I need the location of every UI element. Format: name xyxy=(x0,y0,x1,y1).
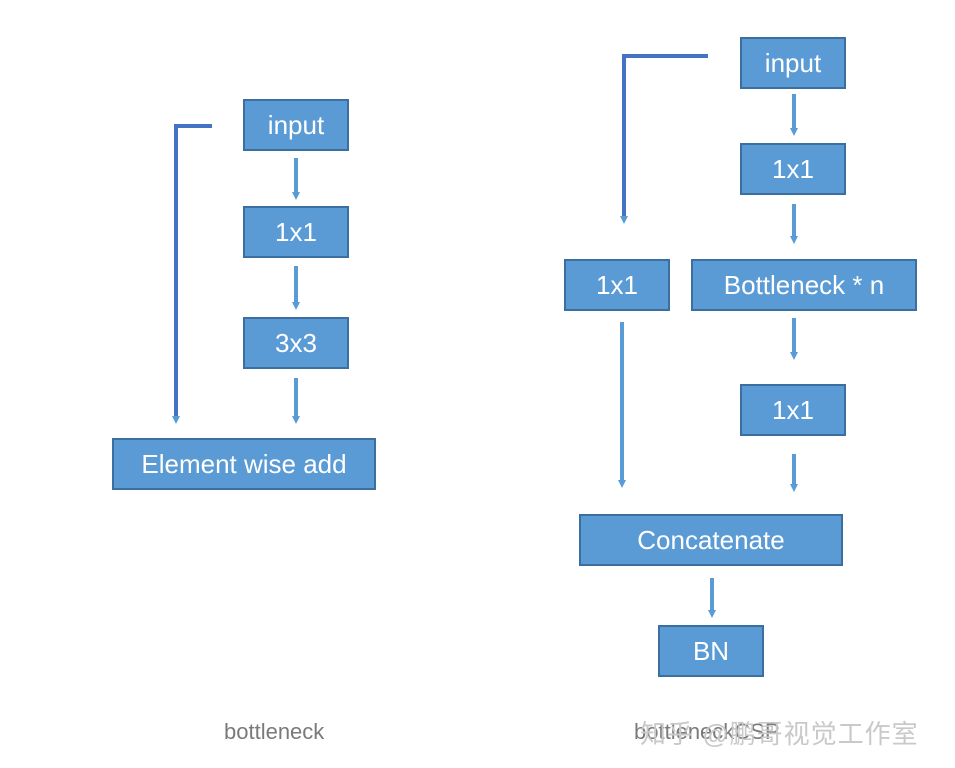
right-side-conv1x1-label: 1x1 xyxy=(596,269,638,300)
bn-box: BN xyxy=(658,625,764,677)
bn-label: BN xyxy=(692,635,730,666)
element-wise-add-label: Element wise add xyxy=(141,448,347,479)
left-input-label: input xyxy=(267,109,325,140)
concatenate-box: Concatenate xyxy=(579,514,843,566)
concatenate-label: Concatenate xyxy=(637,524,785,555)
right-top-conv1x1-box: 1x1 xyxy=(740,143,846,195)
right-bottom-conv1x1-box: 1x1 xyxy=(740,384,846,436)
skip-connection-right xyxy=(622,54,708,210)
watermark: 知乎 @鹏哥视觉工作室 xyxy=(640,719,919,749)
right-top-conv1x1-label: 1x1 xyxy=(772,153,814,184)
left-caption: bottleneck xyxy=(224,719,325,744)
right-bottom-conv1x1-label: 1x1 xyxy=(772,394,814,425)
bottleneck-n-box: Bottleneck * n xyxy=(691,259,917,311)
left-conv3x3-box: 3x3 xyxy=(243,317,349,369)
right-caption: bottleneckCSP xyxy=(634,719,780,744)
left-input-box: input xyxy=(243,99,349,151)
left-conv1x1-box: 1x1 xyxy=(243,206,349,258)
left-conv1x1-label: 1x1 xyxy=(275,216,317,247)
element-wise-add-box: Element wise add xyxy=(112,438,376,490)
left-conv3x3-label: 3x3 xyxy=(275,327,317,358)
skip-connection-left xyxy=(174,124,212,410)
right-side-conv1x1-box: 1x1 xyxy=(564,259,670,311)
bottleneck-n-label: Bottleneck * n xyxy=(723,269,885,300)
right-input-box: input xyxy=(740,37,846,89)
right-input-label: input xyxy=(764,47,822,78)
